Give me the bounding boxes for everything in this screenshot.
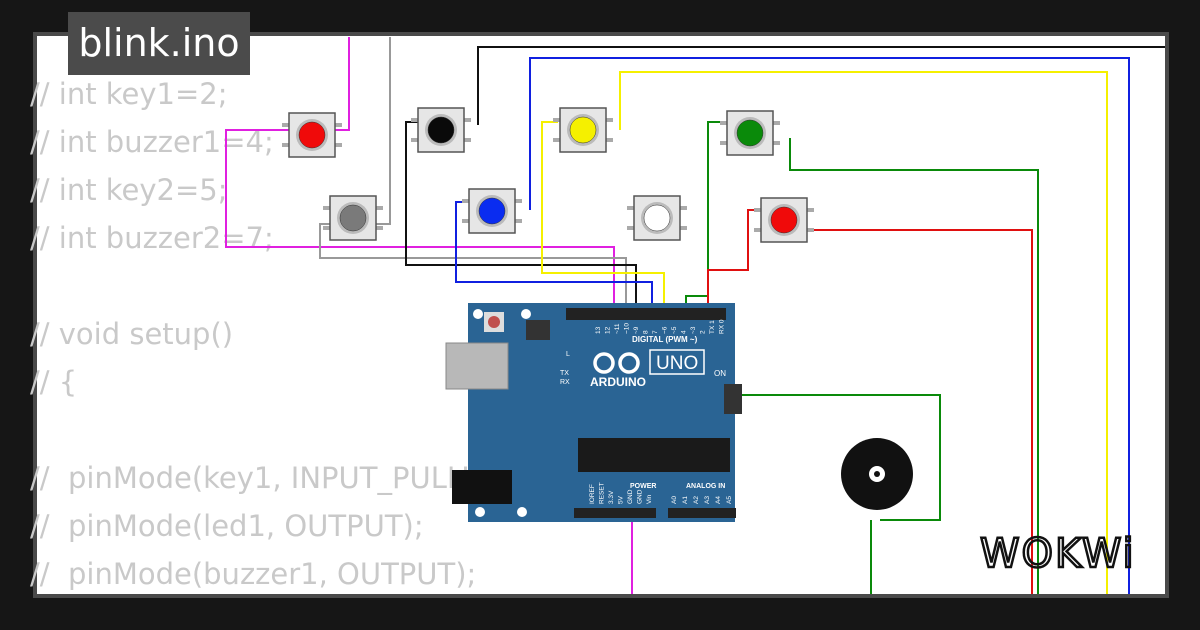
power-header bbox=[574, 508, 656, 518]
pushbutton-yellow[interactable] bbox=[553, 107, 613, 153]
code-line: // int key2=5; bbox=[30, 173, 228, 207]
pushbutton-cap[interactable] bbox=[478, 197, 506, 225]
wire-black[interactable] bbox=[477, 46, 1165, 125]
arduino-uno-board[interactable]: ARDUINO UNO DIGITAL (PWM ~) ON L TX RX P… bbox=[445, 303, 742, 522]
pin-label: ~6 bbox=[662, 326, 669, 334]
pushbutton-white[interactable] bbox=[627, 195, 687, 241]
wire-magenta[interactable] bbox=[225, 37, 615, 312]
reset-button-cap[interactable] bbox=[488, 316, 500, 328]
pushbutton-red[interactable] bbox=[282, 112, 342, 158]
rx-led-label: RX bbox=[560, 379, 570, 386]
pushbutton-cap[interactable] bbox=[427, 116, 455, 144]
buzzer[interactable] bbox=[841, 438, 913, 510]
pin-label: 4 bbox=[681, 330, 688, 334]
pin-label: 5V bbox=[618, 495, 625, 504]
pin-label: 8 bbox=[643, 330, 650, 334]
pin-label: TX 1 bbox=[709, 320, 716, 334]
board-model: UNO bbox=[656, 353, 698, 374]
power-jack bbox=[452, 470, 512, 504]
pin-label: ~11 bbox=[614, 323, 621, 334]
pin-label: 3.3V bbox=[608, 490, 615, 504]
pin-label: A5 bbox=[726, 496, 733, 504]
code-line: // int buzzer2=7; bbox=[30, 221, 274, 255]
pushbutton-cap[interactable] bbox=[736, 119, 764, 147]
pushbutton-cap[interactable] bbox=[339, 204, 367, 232]
analog-header bbox=[668, 508, 736, 518]
pushbutton-cap[interactable] bbox=[770, 206, 798, 234]
digital-header bbox=[566, 308, 726, 320]
code-line: // pinMode(led1, OUTPUT); bbox=[30, 509, 424, 543]
pin-label: ~3 bbox=[690, 326, 697, 334]
wire-blue-key[interactable] bbox=[455, 201, 653, 312]
wire-red-key[interactable] bbox=[707, 209, 758, 312]
tx-led-label: TX bbox=[560, 370, 569, 377]
code-line: // { bbox=[30, 365, 78, 399]
svg-text:WOKWi: WOKWi bbox=[980, 531, 1136, 577]
pin-label: ~9 bbox=[633, 326, 640, 334]
code-line: // void setup() bbox=[30, 317, 234, 351]
arduino-logo-icon bbox=[593, 352, 640, 374]
wire-red[interactable] bbox=[812, 229, 1033, 594]
analog-label: ANALOG IN bbox=[686, 483, 725, 490]
pin-label: 2 bbox=[700, 330, 707, 334]
pushbutton-cap[interactable] bbox=[643, 204, 671, 232]
wokwi-logo: WOKWi bbox=[979, 530, 1136, 579]
icsp2-header bbox=[724, 384, 742, 414]
wire-yellow-key[interactable] bbox=[541, 121, 665, 312]
arduino-brand: ARDUINO bbox=[590, 375, 646, 389]
file-tab[interactable]: blink.ino bbox=[68, 12, 250, 75]
pin-label: RESET bbox=[599, 482, 606, 504]
wire-green[interactable] bbox=[789, 138, 1039, 594]
power-label: POWER bbox=[630, 483, 656, 490]
pin-label: 13 bbox=[595, 326, 602, 334]
on-led-label: ON bbox=[714, 369, 726, 378]
pushbutton-blue[interactable] bbox=[462, 188, 522, 234]
pin-label: IOREF bbox=[589, 484, 596, 504]
pin-label: 12 bbox=[605, 326, 612, 334]
pin-label: ~5 bbox=[671, 326, 678, 334]
code-line: // pinMode(buzzer1, OUTPUT); bbox=[30, 557, 477, 591]
wire-black-key[interactable] bbox=[405, 121, 637, 312]
usb-port bbox=[445, 342, 509, 390]
pushbutton-cap[interactable] bbox=[298, 121, 326, 149]
icsp-header bbox=[526, 320, 550, 340]
pin-label: A1 bbox=[682, 496, 689, 504]
pin-label: A4 bbox=[715, 496, 722, 504]
wire-gray[interactable] bbox=[319, 37, 627, 312]
pin-label: RX 0 bbox=[719, 319, 726, 334]
pushbutton-green[interactable] bbox=[720, 110, 780, 156]
wire-yellow[interactable] bbox=[619, 71, 1108, 594]
pin-label: GND bbox=[637, 489, 644, 504]
pin-label: Vin bbox=[646, 494, 653, 504]
l-led-label: L bbox=[566, 351, 570, 358]
code-line: // int key1=2; bbox=[30, 77, 228, 111]
pushbutton-cap[interactable] bbox=[569, 116, 597, 144]
pin-label: 7 bbox=[652, 330, 659, 334]
pin-label: A2 bbox=[693, 496, 700, 504]
digital-label: DIGITAL (PWM ~) bbox=[632, 335, 698, 344]
pin-label: A3 bbox=[704, 496, 711, 504]
code-editor-background: // int key1=2;// int buzzer1=4;// int ke… bbox=[30, 70, 521, 598]
pin-label: A0 bbox=[671, 496, 678, 504]
pushbutton-gray[interactable] bbox=[323, 195, 383, 241]
pin-label: GND bbox=[627, 489, 634, 504]
atmega-chip bbox=[578, 438, 730, 472]
pushbutton-red[interactable] bbox=[754, 197, 814, 243]
pushbutton-black[interactable] bbox=[411, 107, 471, 153]
pin-label: ~10 bbox=[624, 323, 631, 334]
wire-blue[interactable] bbox=[529, 57, 1130, 594]
